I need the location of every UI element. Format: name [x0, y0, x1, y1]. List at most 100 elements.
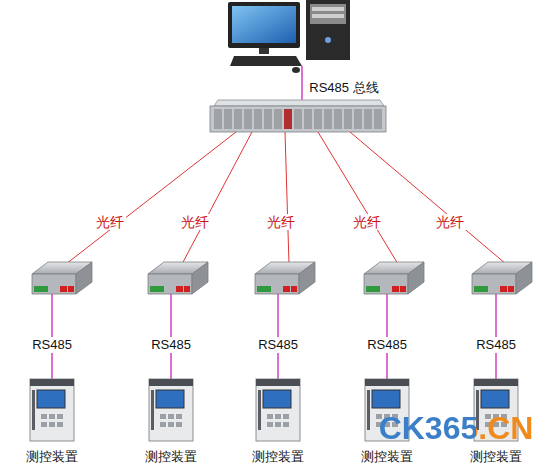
measure-control-device [148, 378, 194, 442]
device-side-stripe [258, 390, 261, 430]
device-button [485, 414, 491, 419]
device-label: 测控装置 [250, 449, 306, 465]
fiber-converter [472, 262, 532, 294]
rack-chassis [210, 106, 386, 132]
device-panel [30, 379, 74, 441]
port-label: RS485 [149, 337, 193, 353]
device-label: 测控装置 [24, 449, 80, 465]
monitor-frame [228, 2, 300, 48]
device-panel [149, 379, 193, 441]
module [304, 109, 312, 129]
module [294, 109, 302, 129]
device-button [275, 422, 281, 427]
fiber-line [182, 132, 252, 264]
mouse [292, 67, 300, 73]
device-button [41, 422, 47, 427]
module [234, 109, 242, 129]
device-screen [481, 390, 509, 408]
fiber-converter [255, 262, 315, 294]
device-node: 测控装置 [143, 378, 199, 465]
keyboard [230, 56, 302, 66]
bus-label: RS485 总线 [307, 80, 380, 96]
device-button [275, 414, 281, 419]
module [344, 109, 352, 129]
fiber-lines [66, 132, 506, 264]
device-button [160, 414, 166, 419]
pc-drive [312, 7, 344, 11]
device-button [376, 422, 382, 427]
device-button [283, 422, 289, 427]
device-screen [263, 390, 291, 408]
device-button [485, 422, 491, 427]
fiber-converter [32, 262, 92, 294]
device-label: 测控装置 [143, 449, 199, 465]
device-button [283, 414, 289, 419]
device-button [41, 414, 47, 419]
fiber-label: 光纤 [351, 214, 383, 230]
fiber-line [318, 132, 398, 264]
pc-drive-bay [310, 4, 346, 24]
module [374, 109, 382, 129]
fiber-label: 光纤 [265, 214, 297, 230]
module [284, 109, 292, 129]
pc-tower [306, 0, 350, 60]
module [264, 109, 272, 129]
measure-control-device [255, 378, 301, 442]
fiber-line [66, 132, 236, 264]
chassis-modules [214, 109, 382, 129]
pc-drive [312, 14, 344, 18]
device-node: 测控装置 [24, 378, 80, 465]
module [364, 109, 372, 129]
device-button [384, 422, 390, 427]
module [224, 109, 232, 129]
module [324, 109, 332, 129]
module [334, 109, 342, 129]
device-top-bar [365, 379, 409, 386]
monitor-stand [259, 48, 269, 54]
device-label: 测控装置 [468, 449, 524, 465]
device-button [57, 422, 63, 427]
module [354, 109, 362, 129]
device-button [176, 422, 182, 427]
chassis-top [214, 100, 384, 106]
device-side-stripe [151, 390, 154, 430]
device-panel [256, 379, 300, 441]
device-top-bar [149, 379, 193, 386]
device-screen [372, 390, 400, 408]
fiber-converter [364, 262, 424, 294]
device-top-bar [30, 379, 74, 386]
device-panel [365, 379, 409, 441]
device-button [392, 422, 398, 427]
device-button [168, 414, 174, 419]
device-side-stripe [32, 390, 35, 430]
device-side-stripe [476, 390, 479, 430]
device-button [501, 414, 507, 419]
pc-power-button [325, 37, 331, 43]
module [274, 109, 282, 129]
device-button [501, 422, 507, 427]
fiber-converter [148, 262, 208, 294]
fiber-line [285, 132, 289, 264]
module [254, 109, 262, 129]
device-button [392, 414, 398, 419]
device-node: 测控装置 [250, 378, 306, 465]
device-label: 测控装置 [359, 449, 415, 465]
device-button [176, 414, 182, 419]
device-side-stripe [367, 390, 370, 430]
fiber-label: 光纤 [434, 214, 466, 230]
fiber-line [350, 132, 506, 264]
device-panel [474, 379, 518, 441]
watermark: CK365.CN [379, 409, 534, 447]
device-button [168, 422, 174, 427]
device-button [57, 414, 63, 419]
rs485-wires [52, 294, 496, 380]
port-label: RS485 [256, 337, 300, 353]
device-button [493, 414, 499, 419]
port-label: RS485 [474, 337, 518, 353]
device-screen [37, 390, 65, 408]
device-button [493, 422, 499, 427]
device-button [160, 422, 166, 427]
device-button [267, 422, 273, 427]
port-label: RS485 [30, 337, 74, 353]
device-top-bar [256, 379, 300, 386]
